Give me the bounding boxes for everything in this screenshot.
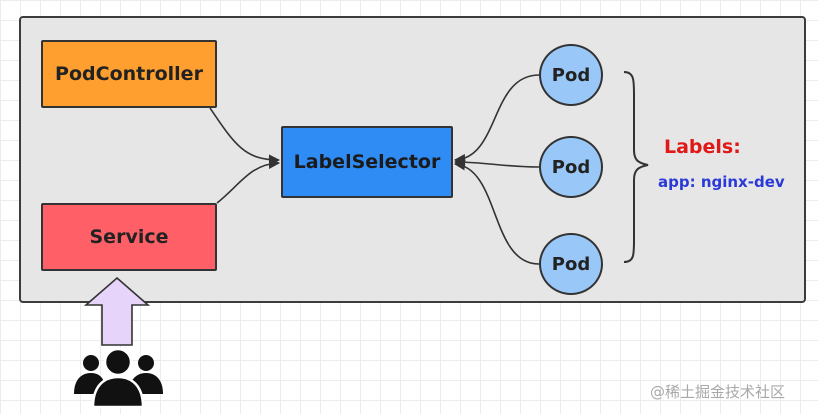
pod3-to-selector-edge <box>453 159 540 265</box>
users-group-icon <box>74 347 163 409</box>
label-selector-node: LabelSelector <box>281 126 453 198</box>
curly-brace-icon <box>623 71 649 263</box>
pod-node-1: Pod <box>539 44 603 106</box>
labels-title: Labels: <box>664 136 741 158</box>
controller-to-selector-edge <box>209 107 281 166</box>
watermark: @稀土掘金技术社区 <box>650 383 786 401</box>
service-to-selector-edge <box>216 157 281 204</box>
pod-node-2: Pod <box>539 136 603 198</box>
pod2-to-selector-edge <box>453 156 540 168</box>
labels-value: app: nginx-dev <box>658 173 785 191</box>
pod-node-3: Pod <box>539 233 603 295</box>
pod-controller-node: PodController <box>41 40 217 108</box>
up-arrow-icon <box>83 276 151 346</box>
service-node: Service <box>41 203 217 271</box>
pod1-to-selector-edge <box>453 74 540 166</box>
